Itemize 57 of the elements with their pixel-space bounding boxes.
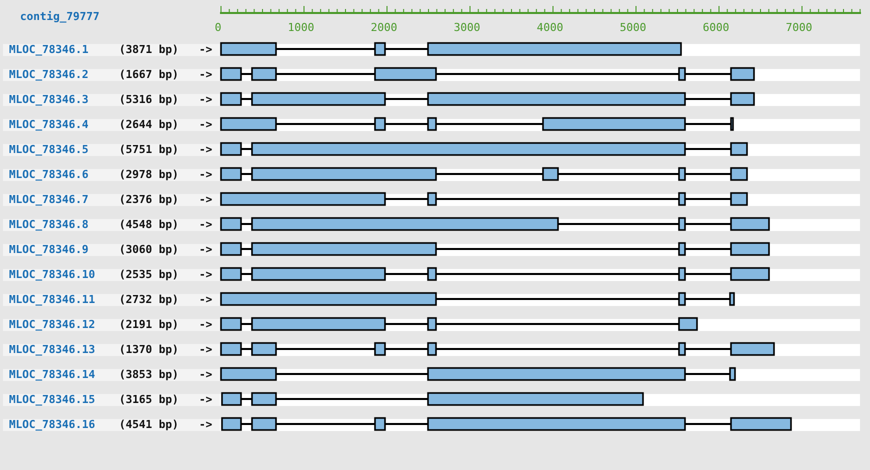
strand-direction: ->: [199, 269, 212, 281]
strand-direction: ->: [199, 419, 212, 431]
transcript-length: (5316 bp): [119, 94, 179, 106]
strand-direction: ->: [199, 144, 212, 156]
strand-direction: ->: [199, 244, 212, 256]
strand-direction: ->: [199, 169, 212, 181]
transcript-name: MLOC_78346.14: [9, 369, 96, 381]
transcript-name: MLOC_78346.7: [9, 194, 88, 206]
transcript-length: (2535 bp): [119, 269, 179, 281]
transcript-name: MLOC_78346.9: [9, 244, 88, 256]
axis-tick-label: 4000: [536, 21, 564, 34]
transcript-name: MLOC_78346.12: [9, 319, 96, 331]
strand-direction: ->: [199, 344, 212, 356]
transcript-length: (4541 bp): [119, 419, 179, 431]
transcript-length: (2644 bp): [119, 119, 179, 131]
transcript-name: MLOC_78346.15: [9, 394, 96, 406]
transcript-name: MLOC_78346.3: [9, 94, 88, 106]
strand-direction: ->: [199, 394, 212, 406]
strand-direction: ->: [199, 194, 212, 206]
transcript-length: (1370 bp): [119, 344, 179, 356]
transcript-length: (3165 bp): [119, 394, 179, 406]
axis-tick-label: 7000: [786, 21, 812, 34]
strand-direction: ->: [199, 94, 212, 106]
contig-title: contig_79777: [20, 10, 100, 23]
transcript-name: MLOC_78346.5: [9, 144, 88, 156]
transcript-name: MLOC_78346.6: [9, 169, 88, 181]
axis-tick-label: 2000: [370, 21, 398, 34]
transcript-length: (2191 bp): [119, 319, 179, 331]
transcript-length: (1667 bp): [119, 69, 179, 81]
transcript-name: MLOC_78346.8: [9, 219, 88, 231]
axis-tick-label: 6000: [702, 21, 730, 34]
transcript-name: MLOC_78346.16: [9, 419, 96, 431]
transcript-name: MLOC_78346.11: [9, 294, 96, 306]
transcript-length: (2732 bp): [119, 294, 179, 306]
transcript-name: MLOC_78346.4: [9, 119, 88, 131]
transcript-length: (2376 bp): [119, 194, 179, 206]
transcript-name: MLOC_78346.1: [9, 44, 88, 56]
transcript-length: (3060 bp): [119, 244, 179, 256]
transcript-name: MLOC_78346.10: [9, 269, 96, 281]
strand-direction: ->: [199, 69, 212, 81]
strand-direction: ->: [199, 319, 212, 331]
axis-tick-label: 1000: [288, 21, 314, 34]
axis-tick-label: 0: [214, 21, 222, 34]
strand-direction: ->: [199, 369, 212, 381]
transcript-length: (3853 bp): [119, 369, 179, 381]
transcript-name: MLOC_78346.2: [9, 69, 88, 81]
transcript-length: (4548 bp): [119, 219, 179, 231]
axis-tick-label: 3000: [454, 21, 480, 34]
strand-direction: ->: [199, 294, 212, 306]
transcript-length: (3871 bp): [119, 44, 179, 56]
strand-direction: ->: [199, 219, 212, 231]
transcript-name: MLOC_78346.13: [9, 344, 96, 356]
strand-direction: ->: [199, 119, 212, 131]
strand-direction: ->: [199, 44, 212, 56]
transcript-length: (2978 bp): [119, 169, 179, 181]
transcript-length: (5751 bp): [119, 144, 179, 156]
axis-tick-label: 5000: [620, 21, 646, 34]
